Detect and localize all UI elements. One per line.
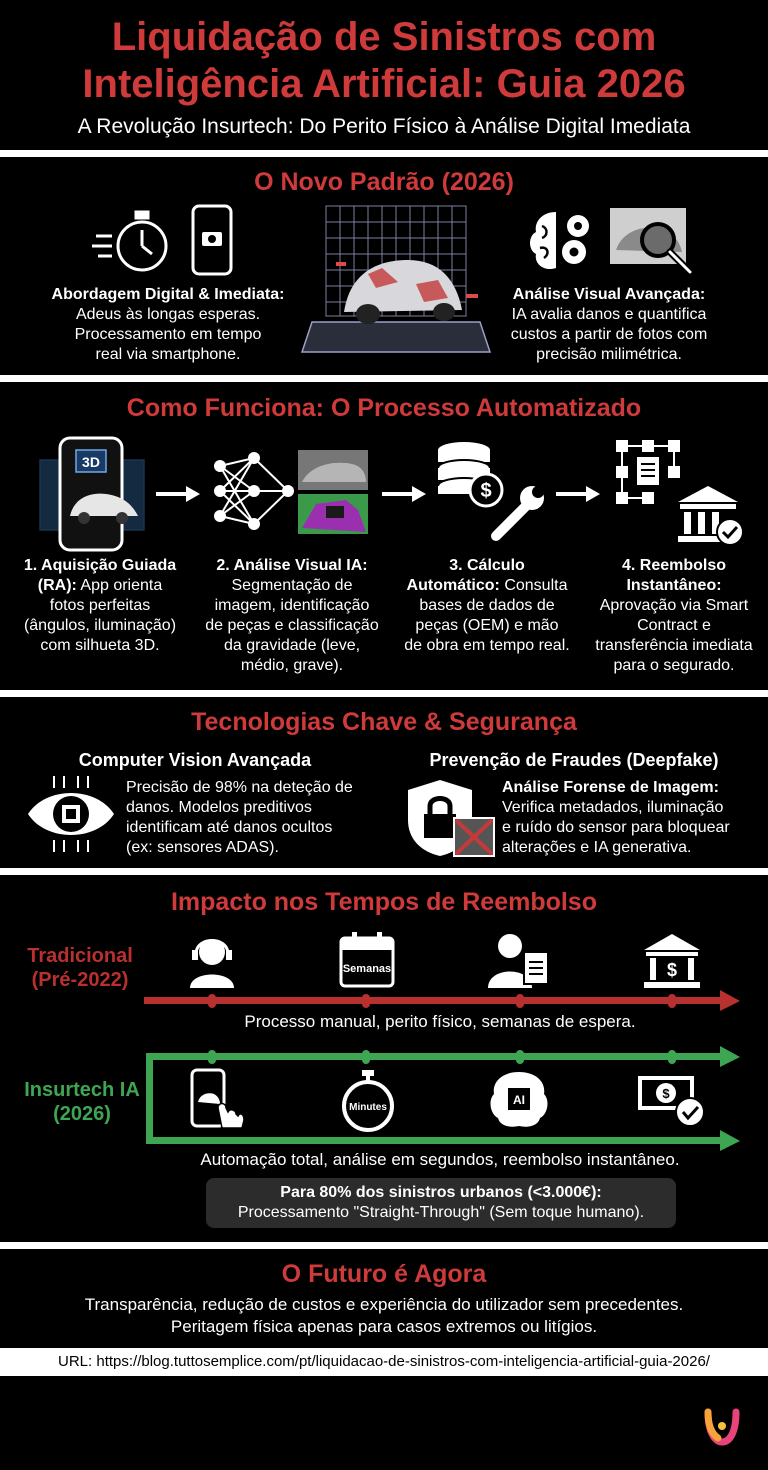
- calendar-icon: Semanas: [339, 932, 395, 988]
- traditional-arrow-head: [720, 990, 740, 1011]
- timeline-marker: [362, 994, 370, 1008]
- insurtech-timeline-bottom: [146, 1137, 726, 1144]
- phone-tap-icon: [190, 1068, 245, 1129]
- svg-text:$: $: [662, 1086, 670, 1101]
- divider: [0, 150, 768, 157]
- timeline-marker: [668, 1050, 676, 1064]
- computer-vision-heading: Computer Vision Avançada: [78, 750, 312, 770]
- magnifier-car-icon: [610, 208, 694, 276]
- calendar-text: Semanas: [343, 963, 391, 975]
- divider: [0, 690, 768, 697]
- eye-chip-icon: [28, 776, 114, 852]
- phone-3d-scan-icon: 3D: [39, 436, 145, 552]
- section-title-key-tech: Tecnologias Chave & Segurança: [191, 708, 577, 736]
- step-3-text: 3. Cálculo Automático: Consulta bases de…: [404, 557, 570, 654]
- page-title: Liquidação de Sinistros com Inteligência…: [0, 14, 768, 108]
- traditional-timeline-bar: [144, 997, 726, 1004]
- step-2-text: 2. Análise Visual IA: Segmentação de ima…: [205, 557, 379, 674]
- insurtech-timeline-bracket: [146, 1053, 153, 1143]
- title-line-2: Inteligência Artificial: Guia 2026: [82, 62, 686, 106]
- svg-text:$: $: [667, 960, 677, 980]
- digital-approach-text: Abordagem Digital & Imediata: Adeus às l…: [51, 286, 285, 363]
- fraud-prevention-heading: Prevenção de Fraudes (Deepfake): [429, 750, 719, 770]
- insurtech-timeline-top: [146, 1053, 726, 1060]
- insurtech-arrow-head: [720, 1046, 740, 1067]
- timeline-marker: [516, 994, 524, 1008]
- timeline-marker: [668, 994, 676, 1008]
- source-url[interactable]: URL: https://blog.tuttosemplice.com/pt/l…: [0, 1348, 768, 1376]
- section-title-impact: Impacto nos Tempos de Reembolso: [170, 888, 597, 916]
- traditional-caption: Processo manual, perito físico, semanas …: [244, 1012, 636, 1031]
- step-1-text: 1. Aquisição Guiada (RA): App orienta fo…: [23, 557, 177, 654]
- future-text: Transparência, redução de custos e exper…: [84, 1295, 684, 1336]
- appraiser-clipboard-icon: [488, 934, 549, 988]
- brain-ai-text: AI: [513, 1093, 525, 1107]
- cash-check-icon: $: [638, 1076, 705, 1127]
- database-wrench-icon: $: [437, 442, 544, 541]
- brand-logo: [704, 1408, 740, 1446]
- insurtech-caption: Automação total, análise em segundos, re…: [200, 1150, 680, 1169]
- arrow-right-icon: [556, 486, 600, 502]
- computer-vision-text: Precisão de 98% na deteção de danos. Mod…: [126, 779, 353, 856]
- ai-brain-icon: AI: [490, 1072, 548, 1127]
- section-title-new-standard: O Novo Padrão (2026): [254, 168, 514, 196]
- brain-gear-icon: [530, 212, 589, 270]
- traditional-label: Tradicional (Pré-2022): [27, 945, 133, 991]
- neural-network-icon: [214, 452, 294, 530]
- title-line-1: Liquidação de Sinistros com: [111, 15, 657, 59]
- forensic-analysis-text: Análise Forense de Imagem: Verifica meta…: [502, 779, 730, 856]
- stopwatch-icon: [92, 210, 168, 272]
- svg-text:$: $: [480, 480, 491, 502]
- segmentation-images-icon: [298, 450, 368, 534]
- divider: [0, 375, 768, 382]
- timeline-marker: [208, 1050, 216, 1064]
- timeline-marker: [208, 994, 216, 1008]
- insurtech-arrow-head: [720, 1130, 740, 1151]
- 3d-label: 3D: [82, 454, 100, 470]
- arrow-right-icon: [382, 486, 426, 502]
- stopwatch-text: Minutes: [349, 1102, 387, 1113]
- stopwatch-minutes-icon: Minutes: [342, 1070, 394, 1132]
- shield-lock-icon: [408, 780, 495, 857]
- visual-analysis-text: Análise Visual Avançada: IA avalia danos…: [510, 286, 708, 363]
- car-scan-icon: [300, 205, 492, 353]
- page-subtitle: A Revolução Insurtech: Do Perito Físico …: [77, 115, 691, 138]
- straight-through-callout: Para 80% dos sinistros urbanos (<3.000€)…: [206, 1178, 676, 1228]
- timeline-marker: [516, 1050, 524, 1064]
- call-agent-icon: [190, 939, 234, 988]
- arrow-right-icon: [156, 486, 200, 502]
- step-4-text: 4. Reembolso Instantâneo: Aprovação via …: [595, 557, 753, 674]
- section-title-process: Como Funciona: O Processo Automatizado: [126, 394, 642, 422]
- blockchain-bank-icon: [616, 440, 744, 546]
- divider: [0, 1242, 768, 1249]
- bank-dollar-icon: $: [644, 934, 700, 988]
- section-title-future: O Futuro é Agora: [281, 1260, 487, 1288]
- divider: [0, 868, 768, 875]
- smartphone-camera-icon: [191, 204, 233, 276]
- timeline-marker: [362, 1050, 370, 1064]
- insurtech-label: Insurtech IA (2026): [24, 1079, 140, 1125]
